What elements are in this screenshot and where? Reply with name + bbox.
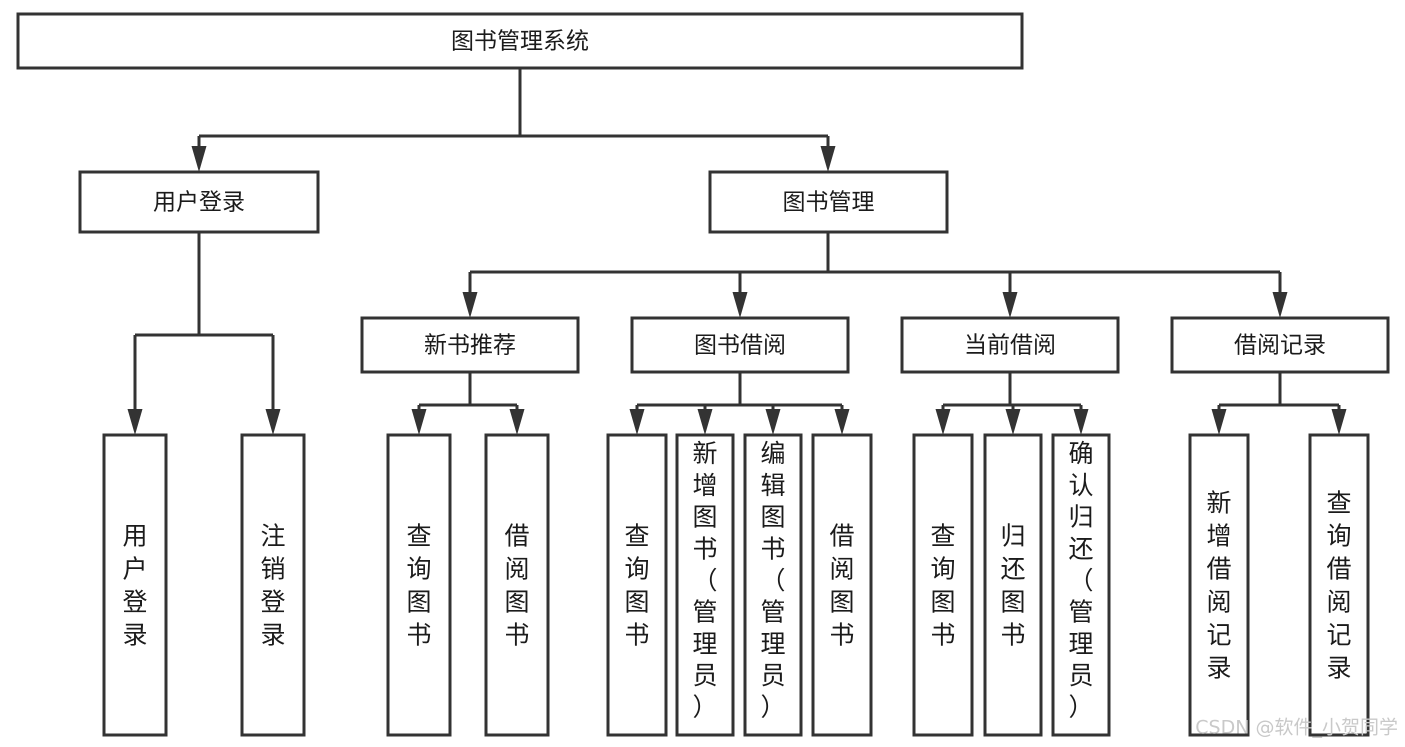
node-label-leaf-edit-book-admin: 编辑图书（管理员）	[760, 439, 785, 721]
node-box-leaf-add-book-admin[interactable]	[675, 433, 735, 737]
node-label-leaf-query-book-current: 查询图书	[930, 522, 955, 650]
node-label-book-management: 图书管理	[783, 190, 875, 216]
node-leaf-add-book-admin[interactable]: 新增图书（管理员）	[675, 433, 735, 737]
node-box-leaf-borrow-book[interactable]	[811, 433, 873, 737]
node-label-root: 图书管理系统	[451, 29, 589, 55]
connector-bus-current-borrow	[935, 372, 1089, 435]
node-label-user-login: 用户登录	[153, 190, 245, 216]
node-leaf-borrow-book[interactable]: 借阅图书	[811, 433, 873, 737]
connector-bus-user-login	[127, 232, 281, 435]
arrow-head-icon	[1331, 409, 1347, 435]
arrow-head-icon	[629, 409, 645, 435]
node-box-leaf-borrow-book-recommend[interactable]	[484, 433, 550, 737]
node-leaf-user-login[interactable]: 用户登录	[102, 433, 168, 737]
connector-bus-borrow-record	[1211, 372, 1347, 435]
connector-bus-book-borrow	[629, 372, 850, 435]
node-label-leaf-user-logout: 注销登录	[260, 522, 285, 650]
node-box-leaf-query-book-current[interactable]	[912, 433, 974, 737]
node-box-leaf-query-book-borrow[interactable]	[606, 433, 668, 737]
node-user-login[interactable]: 用户登录	[78, 170, 320, 234]
arrow-head-icon	[1272, 292, 1288, 318]
connector-bus-book-management	[462, 232, 1288, 318]
node-label-new-book-recommend: 新书推荐	[424, 333, 516, 359]
node-label-leaf-query-borrow-record: 查询借阅记录	[1326, 489, 1351, 683]
node-new-book-recommend[interactable]: 新书推荐	[360, 316, 580, 374]
node-label-current-borrow: 当前借阅	[964, 333, 1056, 359]
node-label-leaf-borrow-book: 借阅图书	[829, 522, 854, 650]
arrow-head-icon	[1005, 409, 1021, 435]
node-box-leaf-add-borrow-record[interactable]	[1188, 433, 1250, 737]
node-box-borrow-record[interactable]	[1170, 316, 1390, 374]
node-book-borrow[interactable]: 图书借阅	[630, 316, 850, 374]
node-layer: 图书管理系统用户登录图书管理新书推荐图书借阅当前借阅借阅记录用户登录注销登录查询…	[16, 12, 1390, 737]
arrow-head-icon	[265, 409, 281, 435]
arrow-head-icon	[1073, 409, 1089, 435]
node-leaf-borrow-book-recommend[interactable]: 借阅图书	[484, 433, 550, 737]
node-leaf-confirm-return-admin[interactable]: 确认归还（管理员）	[1051, 433, 1111, 737]
node-leaf-query-book-current[interactable]: 查询图书	[912, 433, 974, 737]
node-box-leaf-query-borrow-record[interactable]	[1308, 433, 1370, 737]
node-book-management[interactable]: 图书管理	[708, 170, 949, 234]
node-box-user-login[interactable]	[78, 170, 320, 234]
connector-bus-new-book-recommend	[411, 372, 525, 435]
node-label-leaf-query-book-recommend: 查询图书	[406, 522, 431, 650]
connector-layer	[127, 68, 1347, 435]
node-leaf-query-book-recommend[interactable]: 查询图书	[386, 433, 452, 737]
node-box-leaf-user-login[interactable]	[102, 433, 168, 737]
node-leaf-user-logout[interactable]: 注销登录	[240, 433, 306, 737]
node-leaf-query-book-borrow[interactable]: 查询图书	[606, 433, 668, 737]
node-label-leaf-return-book: 归还图书	[1000, 522, 1025, 650]
node-label-book-borrow: 图书借阅	[694, 333, 786, 359]
node-leaf-query-borrow-record[interactable]: 查询借阅记录	[1308, 433, 1370, 737]
node-leaf-return-book[interactable]: 归还图书	[983, 433, 1043, 737]
node-label-leaf-borrow-book-recommend: 借阅图书	[504, 522, 529, 650]
arrow-head-icon	[935, 409, 951, 435]
arrow-head-icon	[820, 146, 836, 172]
node-box-current-borrow[interactable]	[900, 316, 1120, 374]
csdn-watermark: CSDN @软件_小贺同学	[1195, 717, 1398, 739]
node-root[interactable]: 图书管理系统	[16, 12, 1024, 70]
arrow-head-icon	[191, 146, 207, 172]
arrow-head-icon	[1002, 292, 1018, 318]
arrow-head-icon	[697, 409, 713, 435]
arrow-head-icon	[1211, 409, 1227, 435]
connector-bus-root	[191, 68, 836, 172]
node-box-leaf-query-book-recommend[interactable]	[386, 433, 452, 737]
node-label-leaf-add-book-admin: 新增图书（管理员）	[692, 439, 717, 721]
arrow-head-icon	[732, 292, 748, 318]
node-box-new-book-recommend[interactable]	[360, 316, 580, 374]
node-label-borrow-record: 借阅记录	[1234, 333, 1326, 359]
arrow-head-icon	[765, 409, 781, 435]
node-current-borrow[interactable]: 当前借阅	[900, 316, 1120, 374]
node-box-leaf-edit-book-admin[interactable]	[743, 433, 803, 737]
arrow-head-icon	[127, 409, 143, 435]
node-box-leaf-confirm-return-admin[interactable]	[1051, 433, 1111, 737]
node-box-book-borrow[interactable]	[630, 316, 850, 374]
node-label-leaf-query-book-borrow: 查询图书	[624, 522, 649, 650]
arrow-head-icon	[509, 409, 525, 435]
arrow-head-icon	[834, 409, 850, 435]
node-label-leaf-confirm-return-admin: 确认归还（管理员）	[1068, 439, 1093, 721]
node-label-leaf-add-borrow-record: 新增借阅记录	[1206, 489, 1231, 683]
node-box-root[interactable]	[16, 12, 1024, 70]
arrow-head-icon	[411, 409, 427, 435]
node-label-leaf-user-login: 用户登录	[122, 522, 147, 650]
node-box-book-management[interactable]	[708, 170, 949, 234]
node-box-leaf-return-book[interactable]	[983, 433, 1043, 737]
node-box-leaf-user-logout[interactable]	[240, 433, 306, 737]
node-leaf-add-borrow-record[interactable]: 新增借阅记录	[1188, 433, 1250, 737]
arrow-head-icon	[462, 292, 478, 318]
node-borrow-record[interactable]: 借阅记录	[1170, 316, 1390, 374]
node-leaf-edit-book-admin[interactable]: 编辑图书（管理员）	[743, 433, 803, 737]
